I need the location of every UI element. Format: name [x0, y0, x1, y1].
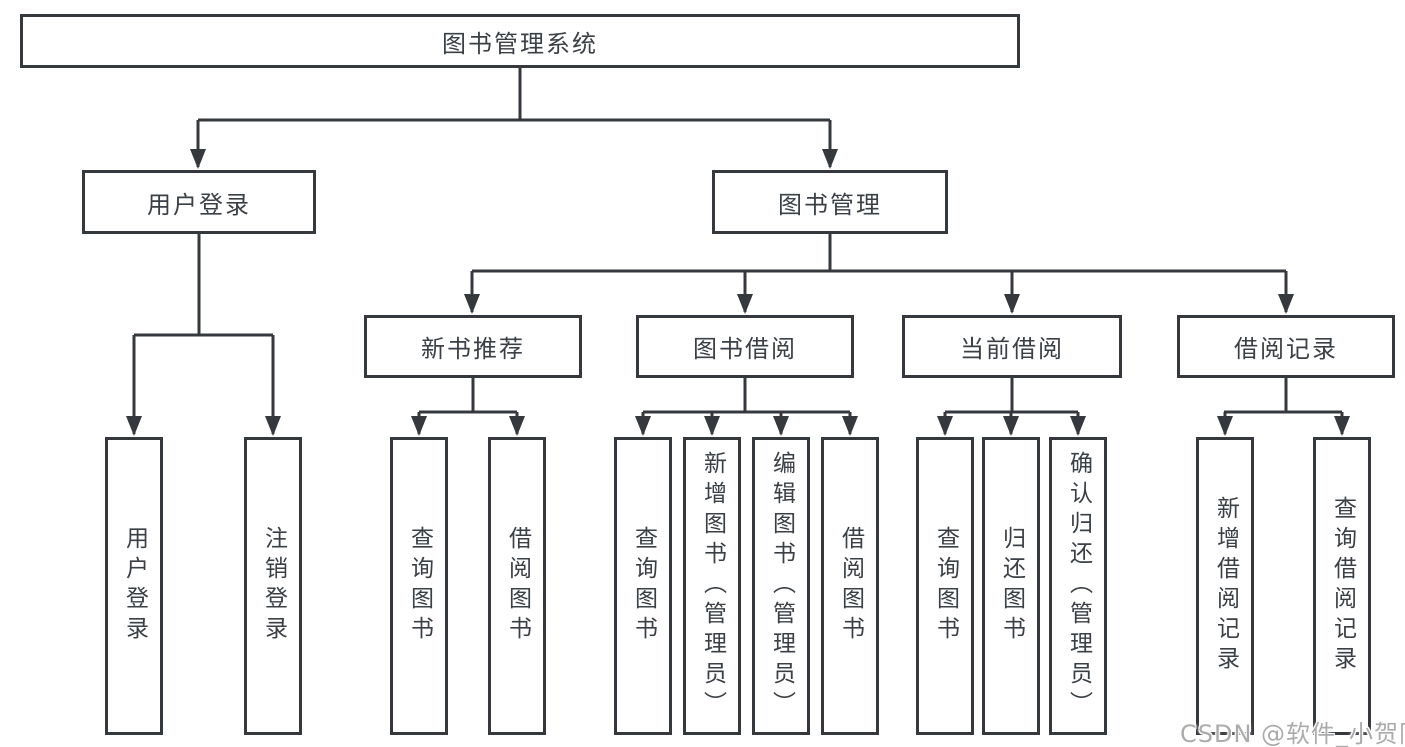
leaf-bb-edit-book-admin: 编辑图书（管理员） — [752, 437, 810, 735]
node-book-borrow: 图书借阅 — [636, 315, 854, 378]
connector-trunks — [134, 68, 1342, 414]
leaf-user-login: 用户登录 — [105, 437, 163, 735]
leaf-bb-query-book: 查询图书 — [614, 437, 672, 735]
leaf-br-add-record: 新增借阅记录 — [1196, 437, 1254, 735]
node-new-book-recommend: 新书推荐 — [364, 315, 582, 378]
leaf-logout: 注销登录 — [244, 437, 302, 735]
leaf-cb-confirm-return-admin: 确认归还（管理员） — [1049, 437, 1107, 735]
node-user-login: 用户登录 — [82, 170, 316, 234]
leaf-nb-borrow-book: 借阅图书 — [488, 437, 546, 735]
leaf-bb-borrow-book: 借阅图书 — [821, 437, 879, 735]
leaf-cb-return-book: 归还图书 — [982, 437, 1040, 735]
leaf-cb-query-book: 查询图书 — [916, 437, 974, 735]
node-root-library-system: 图书管理系统 — [20, 14, 1020, 68]
leaf-nb-query-book: 查询图书 — [390, 437, 448, 735]
watermark: CSDN @软件_小贺同学 — [1180, 720, 1405, 747]
leaf-bb-add-book-admin: 新增图书（管理员） — [683, 437, 741, 735]
node-book-management: 图书管理 — [712, 170, 948, 234]
node-borrow-records: 借阅记录 — [1177, 315, 1395, 378]
node-current-borrow: 当前借阅 — [902, 315, 1122, 378]
leaf-br-query-record: 查询借阅记录 — [1313, 437, 1371, 735]
